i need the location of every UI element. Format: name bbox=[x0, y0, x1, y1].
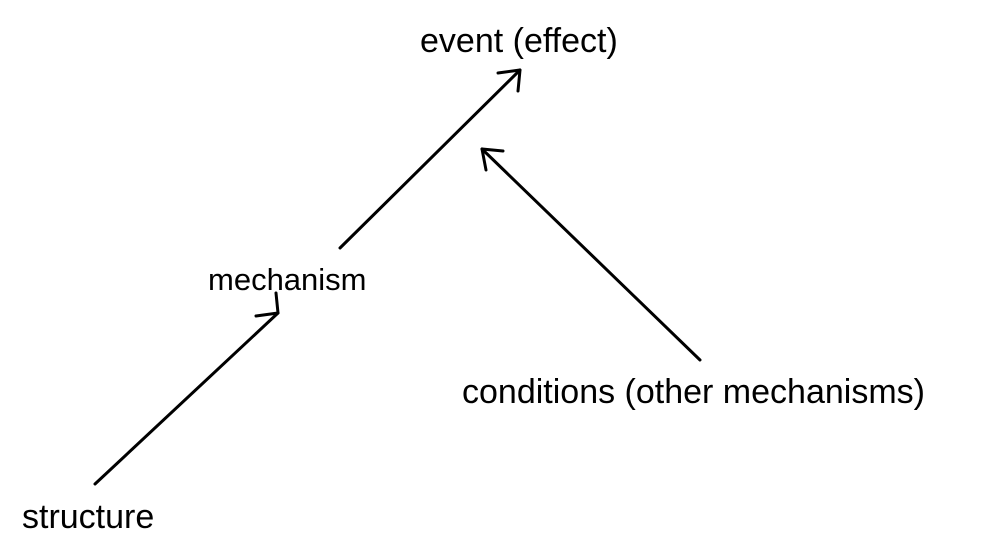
arrow-mechanism-to-event bbox=[338, 68, 522, 250]
arrow-structure-to-mechanism bbox=[93, 291, 280, 486]
node-conditions: conditions (other mechanisms) bbox=[462, 373, 925, 411]
arrow-conditions-to-event bbox=[480, 147, 702, 362]
node-mechanism: mechanism bbox=[208, 262, 367, 297]
node-event-effect: event (effect) bbox=[420, 22, 618, 60]
node-structure: structure bbox=[22, 498, 155, 536]
